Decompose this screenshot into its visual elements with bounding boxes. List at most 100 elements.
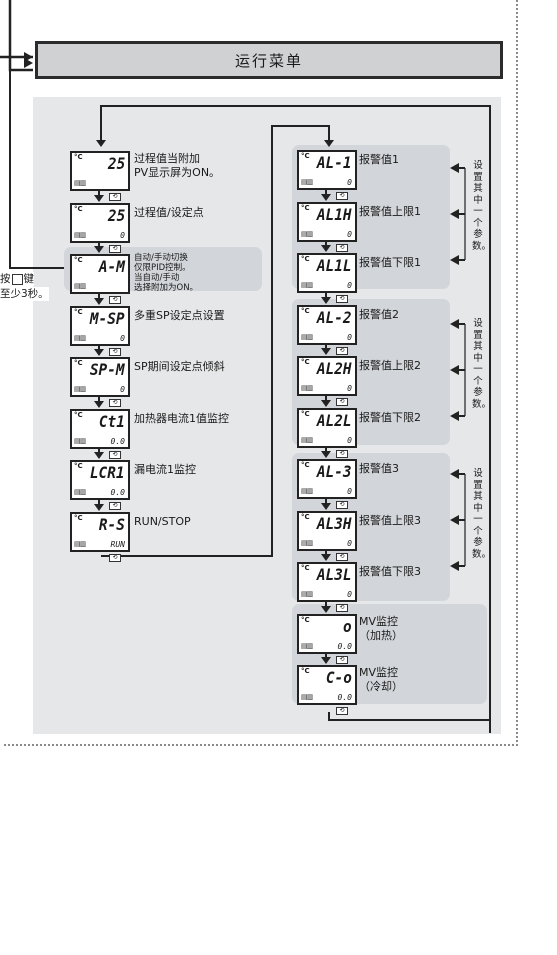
parameter-label: 加热器电流1值监控 bbox=[134, 411, 229, 425]
mode-key-icon: ⟲ bbox=[336, 295, 348, 303]
lcd-display: °C▤▥25 bbox=[70, 151, 130, 191]
mode-key-icon bbox=[11, 273, 23, 285]
lcd-unit-mark: °C bbox=[301, 564, 310, 572]
lcd-sv-value: 0 bbox=[347, 229, 352, 239]
lcd-pv-value: AL3L bbox=[317, 565, 352, 584]
lcd-status-icon: ▤▥ bbox=[74, 282, 86, 290]
mode-key-icon: ⟲ bbox=[109, 502, 121, 510]
lcd-unit-mark: °C bbox=[301, 667, 310, 675]
parameter-label: 自动/手动切换 bbox=[134, 253, 188, 263]
lcd-unit-mark: °C bbox=[74, 153, 83, 161]
lcd-sv-value: RUN bbox=[110, 539, 125, 549]
mode-key-icon: ⟲ bbox=[109, 450, 121, 459]
parameter-label: 报警值1 bbox=[359, 153, 399, 166]
down-arrow bbox=[321, 602, 331, 612]
down-arrow bbox=[94, 242, 104, 252]
mode-key-icon: ⟲ bbox=[336, 707, 348, 715]
lcd-sv-value: 0 bbox=[347, 281, 352, 290]
down-arrow bbox=[321, 447, 331, 457]
lcd-display: °C▤▥A-M bbox=[70, 254, 130, 294]
lcd-sv-value: 0.0 bbox=[337, 641, 352, 651]
lcd-unit-mark: °C bbox=[301, 409, 310, 418]
menu-title-bar: 运行菜单 bbox=[35, 41, 503, 79]
mode-key-icon: ⟲ bbox=[109, 244, 121, 253]
mode-key-icon: ⟲ bbox=[109, 553, 121, 562]
lcd-status-icon: ▤▥ bbox=[301, 281, 313, 289]
mode-key-icon: ⟲ bbox=[109, 399, 121, 407]
lcd-pv-value: AL1H bbox=[317, 204, 352, 224]
lcd-pv-value: SP-M bbox=[90, 360, 125, 379]
lcd-sv-value: 0.0 bbox=[110, 436, 125, 446]
down-arrow bbox=[94, 191, 104, 201]
lcd-status-icon: ▤▥ bbox=[74, 385, 86, 393]
down-arrow bbox=[321, 344, 331, 354]
lcd-unit-mark: °C bbox=[301, 306, 310, 315]
parameter-label: MV监控 bbox=[359, 666, 399, 679]
parameter-label: 仅限PID控制。 bbox=[134, 263, 191, 273]
mode-key-icon: ⟲ bbox=[109, 347, 121, 356]
mode-key-icon: ⟲ bbox=[336, 655, 348, 664]
parameter-label: （加热） bbox=[359, 628, 403, 642]
lcd-status-icon: ▤▥ bbox=[74, 333, 86, 342]
parameter-label: 漏电流1监控 bbox=[134, 463, 196, 476]
lcd-sv-value: 0 bbox=[347, 435, 352, 445]
parameter-label: 报警值3 bbox=[359, 462, 399, 475]
lcd-status-icon: ▤▥ bbox=[301, 590, 313, 598]
lcd-status-icon: ▤▥ bbox=[301, 641, 313, 650]
lcd-sv-value: 0 bbox=[347, 487, 352, 496]
lcd-pv-value: AL3H bbox=[317, 513, 352, 533]
lcd-pv-value: C-o bbox=[325, 668, 352, 687]
parameter-label: 报警值上限1 bbox=[359, 204, 421, 218]
lcd-display: °C ▤▥ AL3L 0 bbox=[297, 562, 357, 602]
mode-key-icon: ⟲ bbox=[336, 346, 348, 355]
lcd-display: °C ▤▥ AL-2 0 bbox=[297, 304, 357, 345]
mode-key-icon: ⟲ bbox=[336, 552, 348, 561]
lcd-pv-value: AL2L bbox=[317, 410, 352, 430]
parameter-label: SP期间设定点倾斜 bbox=[134, 360, 225, 373]
down-arrow bbox=[321, 190, 331, 200]
lcd-status-icon: ▤▥ bbox=[74, 436, 86, 445]
down-arrow bbox=[321, 653, 331, 663]
parameter-label: 报警值下限2 bbox=[359, 410, 421, 424]
lcd-pv-value: AL-2 bbox=[317, 307, 352, 327]
lcd-pv-value: AL-3 bbox=[317, 462, 352, 481]
parameter-label: 报警值下限1 bbox=[359, 256, 421, 269]
lcd-status-icon: ▤▥ bbox=[74, 179, 86, 187]
side-note-3: 设置其中一个参数。 bbox=[472, 468, 492, 560]
lcd-unit-mark: °C bbox=[301, 461, 310, 469]
lcd-status-icon: ▤▥ bbox=[301, 435, 313, 444]
lcd-pv-value: 25 bbox=[107, 205, 125, 225]
parameter-label: RUN/STOP bbox=[134, 514, 191, 528]
down-arrow bbox=[94, 448, 104, 458]
lcd-pv-value: Ct1 bbox=[98, 411, 125, 431]
parameter-label: （冷却） bbox=[359, 680, 403, 693]
lcd-status-icon: ▤▥ bbox=[74, 488, 86, 496]
parameter-label: PV显示屏为ON。 bbox=[134, 166, 221, 179]
lcd-status-icon: ▤▥ bbox=[301, 229, 313, 238]
mode-key-icon: ⟲ bbox=[336, 449, 348, 458]
down-arrow bbox=[321, 293, 331, 303]
lcd-sv-value: 0 bbox=[347, 590, 352, 599]
parameter-label: 过程值/设定点 bbox=[134, 205, 204, 219]
lcd-unit-mark: °C bbox=[74, 359, 83, 367]
lcd-status-icon: ▤▥ bbox=[74, 539, 86, 548]
parameter-label: 多重SP设定点设置 bbox=[134, 308, 225, 322]
mode-key-icon: ⟲ bbox=[336, 501, 348, 509]
frame-right-border bbox=[516, 0, 518, 746]
lcd-status-icon: ▤▥ bbox=[301, 693, 313, 701]
lcd-unit-mark: °C bbox=[301, 615, 310, 624]
lcd-status-icon: ▤▥ bbox=[301, 332, 313, 341]
mode-key-icon: ⟲ bbox=[336, 398, 348, 406]
lcd-pv-value: M-SP bbox=[90, 308, 125, 328]
hold-key-note: 按键 bbox=[0, 272, 34, 286]
mode-key-icon: ⟲ bbox=[336, 243, 348, 252]
lcd-sv-value: 0 bbox=[347, 332, 352, 342]
lcd-unit-mark: °C bbox=[74, 513, 83, 522]
